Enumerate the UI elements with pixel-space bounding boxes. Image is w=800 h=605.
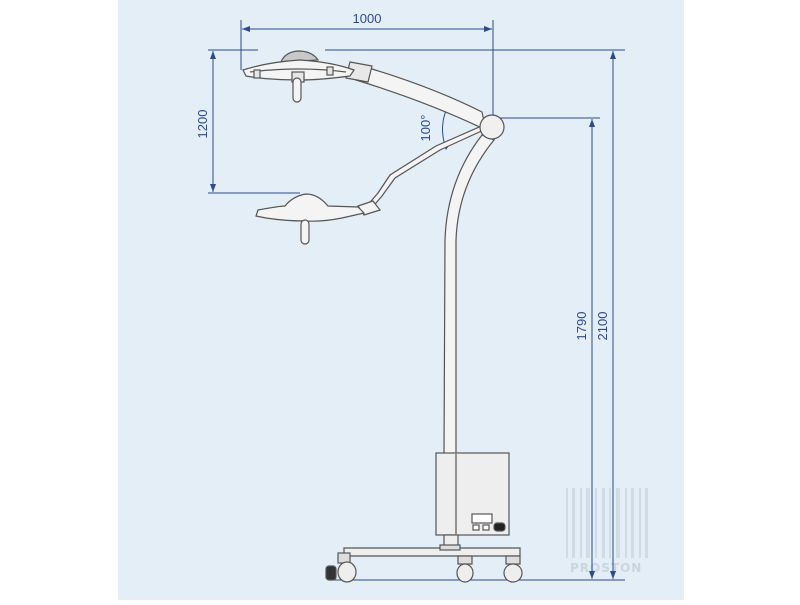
- power-switch: [493, 522, 506, 532]
- lamp-dome: [280, 50, 320, 63]
- lower-lamp-position: [255, 123, 489, 245]
- dimension-total-height-label: 2100: [595, 312, 610, 341]
- dimension-vertical-travel-label: 1200: [195, 110, 210, 139]
- diagram-panel: PROSTON: [118, 0, 684, 600]
- lamp-sterile-handle: [292, 77, 302, 103]
- lower-lamp-head: [255, 193, 366, 222]
- dimension-angle-label: 100°: [418, 115, 433, 142]
- watermark: PROSTON: [566, 488, 648, 575]
- lamp-reflector: [242, 59, 355, 81]
- pivot-joint: [479, 114, 505, 140]
- caster-brake: [325, 565, 337, 581]
- caster-wheel-left: [337, 561, 357, 583]
- dimension-lines: [208, 20, 625, 581]
- base-frame: [343, 547, 521, 557]
- dimension-pivot-height-label: 1790: [574, 312, 589, 341]
- control-unit: [435, 452, 510, 536]
- watermark-text: PROSTON: [570, 561, 642, 575]
- caster-wheel-right: [503, 563, 523, 583]
- lamp-diagram: PROSTON: [118, 0, 684, 600]
- dimension-horizontal-label: 1000: [353, 11, 382, 26]
- control-button-2: [482, 524, 490, 531]
- control-display: [471, 513, 493, 524]
- stand: [345, 61, 505, 456]
- upper-lamp-head: [242, 50, 355, 103]
- control-button-1: [472, 524, 480, 531]
- lamp-knob-right: [326, 66, 334, 76]
- lamp-knob-left: [253, 69, 261, 79]
- base: [325, 534, 523, 583]
- caster-wheel-center: [456, 563, 474, 583]
- lower-lamp-handle: [300, 219, 310, 245]
